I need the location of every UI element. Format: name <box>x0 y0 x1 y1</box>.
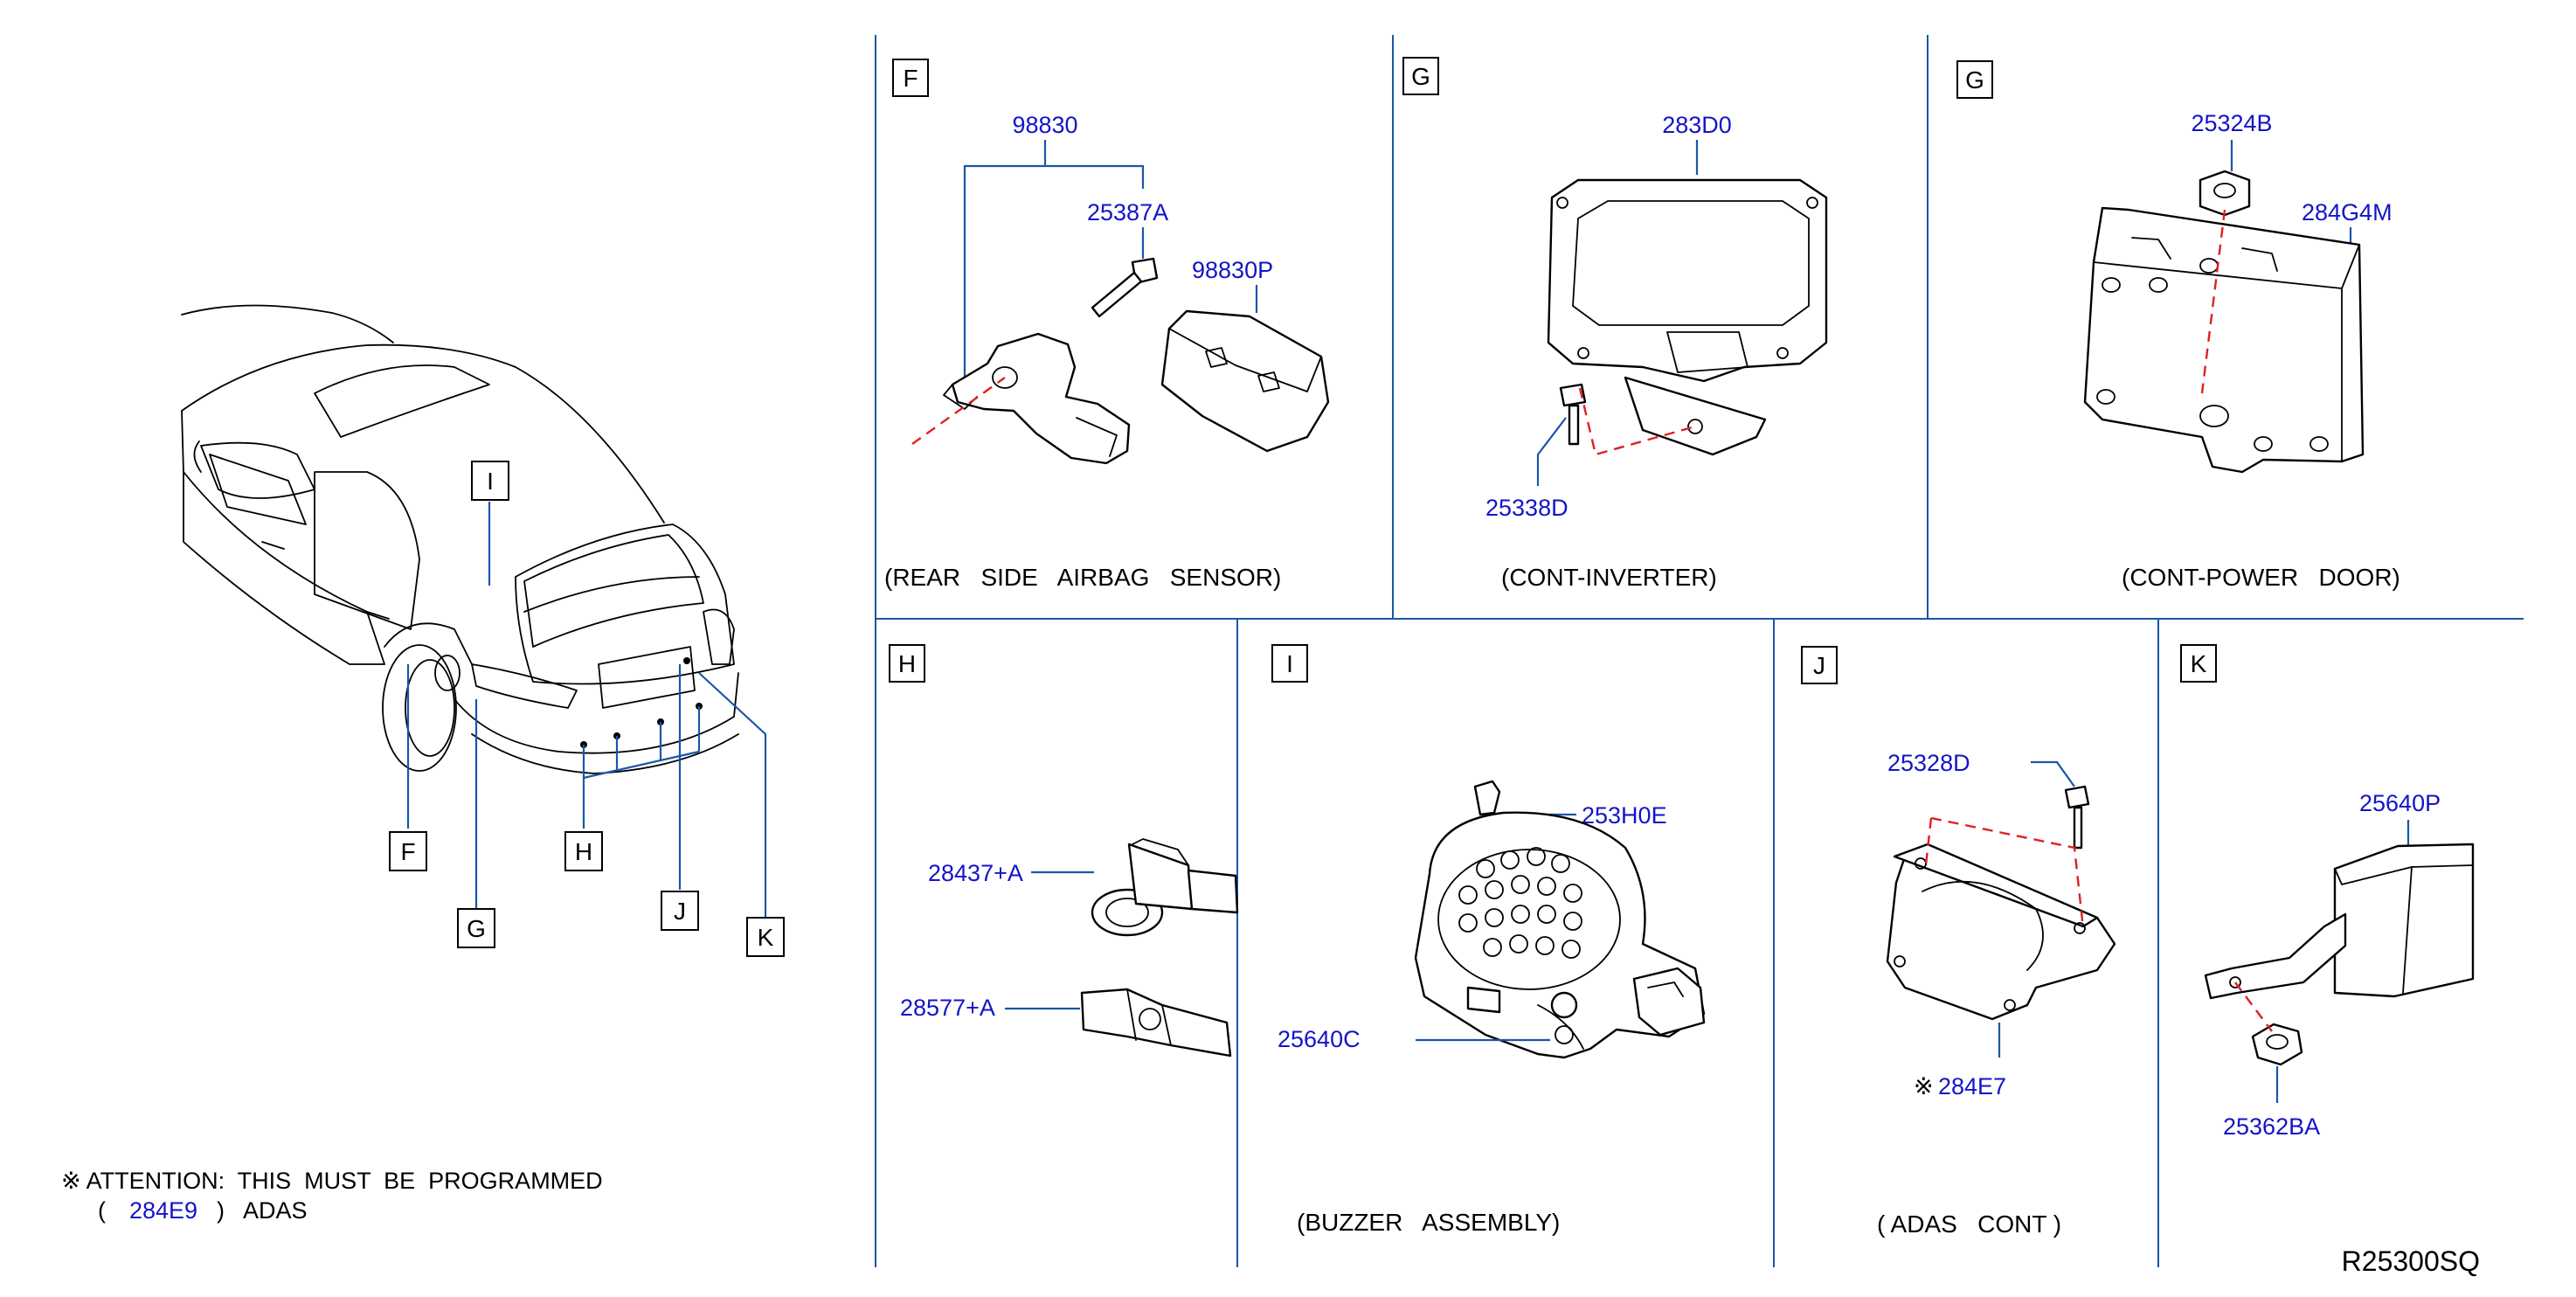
panel-H-letter: H <box>898 650 916 677</box>
sensor-bracket-28577A <box>1080 988 1232 1058</box>
vehicle-callout-leaders <box>406 502 767 918</box>
part-25324B: 25324B <box>2191 110 2272 136</box>
panel-J: J 25328D ※ 284E7 ( ADAS CONT ) <box>1801 646 2116 1238</box>
part-25640P: 25640P <box>2359 790 2441 816</box>
panel-F: F 98830 25387A 98830P (REAR SIDE AIRB <box>884 59 1330 591</box>
attention-note: ※ ATTENTION: THIS MUST BE PROGRAMMED ( 2… <box>61 1168 603 1224</box>
bolt-25338D <box>1559 383 1587 446</box>
power-door-controller <box>2083 206 2365 474</box>
bolt-25387A <box>1091 257 1159 318</box>
sensor-cover-98830P <box>1160 309 1330 453</box>
part-283D0: 283D0 <box>1662 112 1732 138</box>
panel-G2-letter: G <box>1965 66 1984 94</box>
panel-I-caption: (BUZZER ASSEMBLY) <box>1297 1209 1560 1236</box>
vehicle-callout-J: J <box>661 891 699 931</box>
attention-close: ) ADAS <box>217 1197 308 1224</box>
vehicle-callout-K: K <box>746 917 785 957</box>
attention-line: ※ ATTENTION: THIS MUST BE PROGRAMMED <box>61 1168 603 1194</box>
vehicle-rear-view <box>181 304 739 774</box>
panel-I: I 253H0E <box>1271 644 1706 1236</box>
panel-G-power-door: G 25324B 284G4M (CONT-POWER DOOR) <box>1956 60 2400 591</box>
bolt-25328D <box>2064 785 2090 850</box>
buzzer-grille <box>1458 847 1582 959</box>
part-284G4M: 284G4M <box>2302 199 2392 225</box>
nut-25362BA <box>2251 1023 2303 1066</box>
panel-J-caption: ( ADAS CONT ) <box>1877 1210 2061 1238</box>
panel-G2-caption: (CONT-POWER DOOR) <box>2122 564 2400 591</box>
vehicle-callout-F: F <box>389 831 427 871</box>
svg-text:J: J <box>674 898 686 925</box>
clip-253H0E <box>1473 780 1501 816</box>
svg-text:H: H <box>575 838 592 865</box>
part-25328D: 25328D <box>1887 750 1970 776</box>
panel-G1-caption: (CONT-INVERTER) <box>1501 564 1717 591</box>
part-98830P: 98830P <box>1192 257 1273 283</box>
rear-side-airbag-sensor <box>943 332 1131 465</box>
part-253H0E: 253H0E <box>1582 802 1667 829</box>
svg-text:G: G <box>467 915 486 942</box>
part-28437+A: 28437+A <box>928 860 1023 886</box>
panel-G1-letter: G <box>1411 63 1430 90</box>
vehicle-callout-G: G <box>457 908 495 948</box>
part-284E7: 284E7 <box>1938 1073 2006 1099</box>
cont-inverter-unit <box>1547 178 1828 456</box>
parking-sensor-28437A <box>1091 838 1239 937</box>
panel-J-letter: J <box>1813 652 1825 679</box>
panel-dividers <box>875 35 2524 1267</box>
svg-text:K: K <box>758 924 774 951</box>
part-25387A: 25387A <box>1087 199 1168 225</box>
attention-open-paren: ( <box>98 1197 106 1224</box>
svg-text:F: F <box>400 838 415 865</box>
panel-F-letter: F <box>903 65 918 92</box>
svg-text:I: I <box>487 468 494 495</box>
panel-K-letter: K <box>2191 650 2207 677</box>
part-25338D: 25338D <box>1485 495 1568 521</box>
part-284E7-mark: ※ <box>1914 1073 1934 1099</box>
panel-F-caption: (REAR SIDE AIRBAG SENSOR) <box>884 564 1281 591</box>
attention-part-284E9: 284E9 <box>129 1197 197 1224</box>
part-25362BA: 25362BA <box>2223 1113 2320 1140</box>
buzzer-assembly <box>1414 780 1706 1059</box>
part-98830: 98830 <box>1012 112 1077 138</box>
panel-H: H 28437+A 28577+A <box>889 644 1239 1058</box>
diagram-code: R25300SQ <box>2342 1245 2480 1277</box>
panel-G-inverter: G 283D0 25338D (CONT-INVERTER) <box>1402 57 1828 591</box>
adas-controller <box>1886 843 2116 1021</box>
power-door-buzzer-25640P <box>2204 843 2475 1000</box>
part-28577+A: 28577+A <box>900 995 995 1021</box>
panel-I-letter: I <box>1286 650 1293 677</box>
vehicle-callout-H: H <box>564 831 603 871</box>
nut-25324B <box>2199 170 2251 217</box>
part-25640C: 25640C <box>1278 1026 1361 1052</box>
panel-K: K 25640P 25362BA <box>2180 644 2475 1140</box>
vehicle-callout-I: I <box>471 461 509 501</box>
